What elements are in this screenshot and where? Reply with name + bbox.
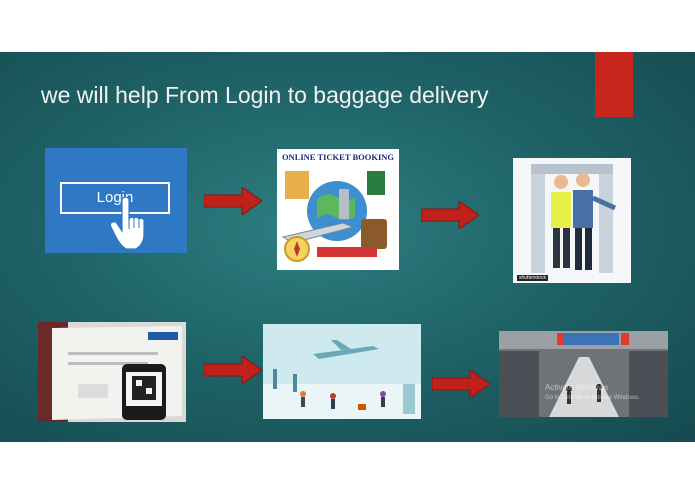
baggage-hall-image: Activate Windows Go to Settings to activ… <box>499 331 668 417</box>
airport-terminal-icon <box>263 324 421 419</box>
boarding-pass-image <box>38 322 186 422</box>
right-arrow-icon <box>421 201 479 229</box>
boarding-pass-phone-icon <box>38 322 182 422</box>
slide-title: we will help From Login to baggage deliv… <box>41 82 489 108</box>
slide: we will help From Login to baggage deliv… <box>0 52 695 442</box>
login-image: Login <box>45 148 187 253</box>
security-check-image: shutterstock <box>513 158 631 283</box>
ticket-booking-image: ONLINE TICKET BOOKING <box>277 149 399 270</box>
ticket-booking-heading: ONLINE TICKET BOOKING <box>281 152 395 162</box>
baggage-hall-icon <box>499 331 668 417</box>
airport-terminal-image <box>263 324 421 419</box>
travel-collage-icon <box>281 171 387 262</box>
watermark-subtext: Go to Settings to activate Windows. <box>545 395 640 401</box>
watermark-text: Activate Windows <box>545 383 609 392</box>
right-arrow-icon <box>432 370 490 398</box>
security-officer-icon <box>531 164 617 273</box>
image-caption: shutterstock <box>517 275 548 281</box>
pointing-hand-icon <box>110 196 145 250</box>
right-arrow-icon <box>204 356 262 384</box>
accent-bar <box>595 52 633 117</box>
right-arrow-icon <box>204 187 262 215</box>
